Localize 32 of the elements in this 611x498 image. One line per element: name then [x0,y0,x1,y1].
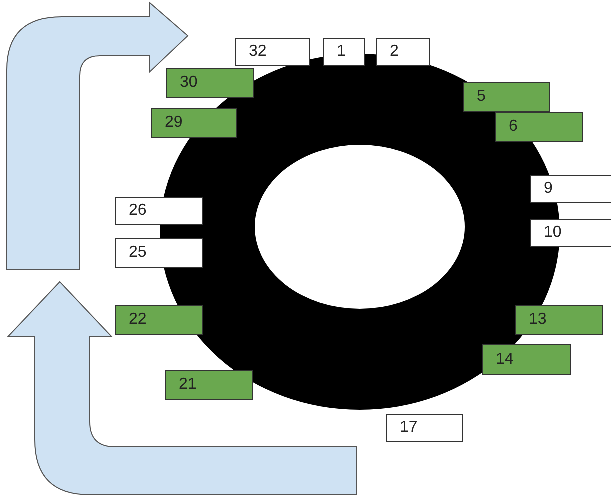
number-label: 17 [399,419,418,437]
label-box [482,344,571,375]
number-label: 2 [389,43,399,61]
label-box [151,108,237,138]
number-label: 21 [178,376,197,394]
number-label: 22 [128,311,147,329]
number-label: 29 [164,114,183,132]
label-box [515,305,603,335]
label-box [495,112,583,142]
number-label: 30 [179,74,198,92]
label-box [166,68,254,98]
label-box [463,82,550,112]
label-box [323,38,365,66]
number-label: 25 [128,244,147,262]
number-label: 1 [336,43,346,61]
label-box [376,38,430,66]
label-box [530,219,611,247]
number-label: 13 [528,311,547,329]
number-label: 32 [248,43,267,61]
number-label: 10 [543,224,562,242]
label-box [530,175,611,203]
number-label: 6 [508,118,518,136]
number-label: 26 [128,202,147,220]
number-label: 5 [476,88,486,106]
label-box [386,414,463,442]
number-label: 9 [543,180,553,198]
number-label: 14 [495,350,514,368]
label-box [115,197,203,225]
label-box [115,238,203,268]
label-box [115,305,203,335]
label-box [235,38,310,66]
label-box [165,370,253,400]
